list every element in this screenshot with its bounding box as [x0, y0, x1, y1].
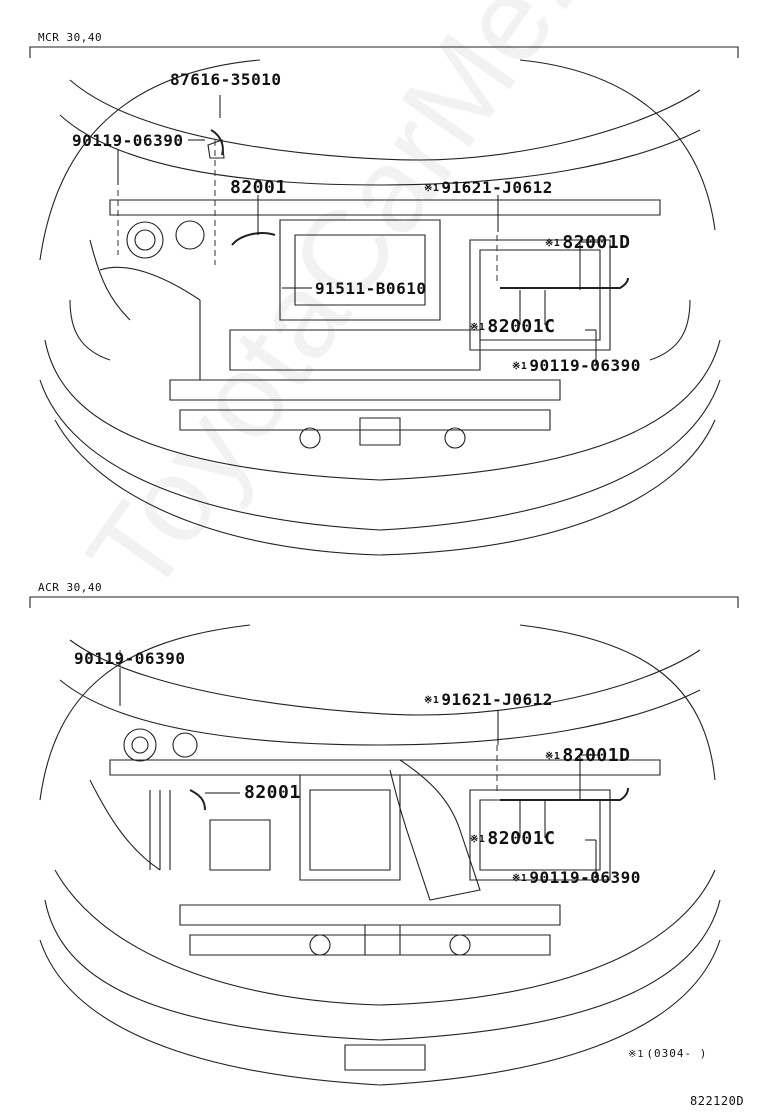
section-bracket-bottom	[29, 596, 739, 608]
section-label-mcr: MCR 30,40	[38, 31, 103, 44]
footnote: ※1(0304- )	[628, 1047, 708, 1060]
engine-bay-acr	[39, 624, 721, 1086]
engine-bay-mcr	[39, 59, 721, 556]
part-callout: 90119-06390	[74, 649, 186, 668]
part-callout: 82001	[230, 177, 287, 198]
part-callout: 91511-B0610	[315, 279, 427, 298]
section-label-acr: ACR 30,40	[38, 581, 103, 594]
section-bracket-top	[29, 46, 739, 58]
part-callout: 82001	[244, 782, 301, 803]
document-number: 822120D	[690, 1094, 745, 1108]
part-callout: 87616-35010	[170, 70, 282, 89]
part-callout: 90119-06390	[72, 131, 184, 150]
